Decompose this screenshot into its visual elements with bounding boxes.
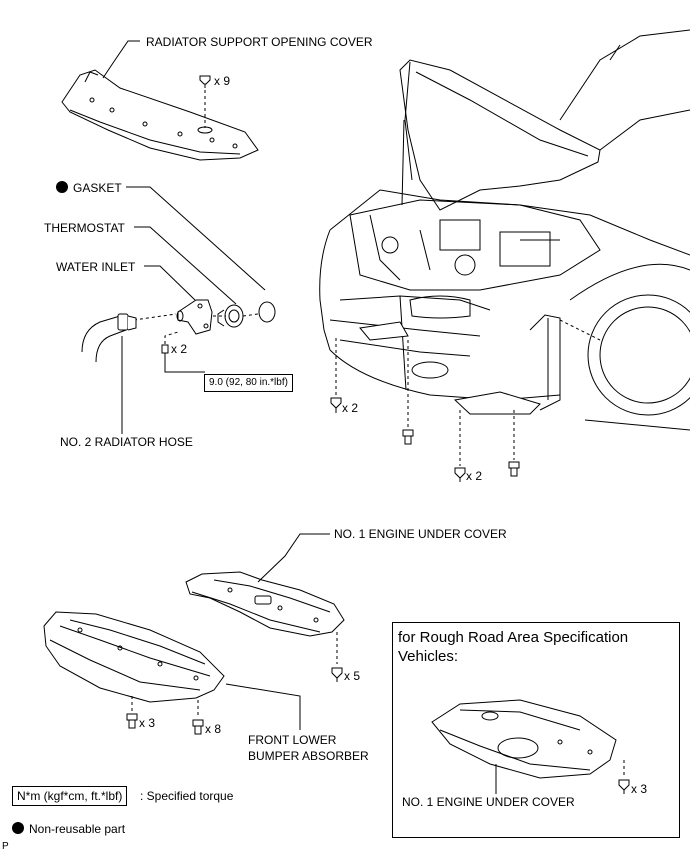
leader-under-cover [257,533,330,583]
leader-gasket [126,186,266,291]
clip-icon [331,667,343,682]
car-front-illustration [319,29,690,466]
non-reusable-dot-icon [12,822,24,834]
engine-under-cover-part [185,571,345,637]
label-water-inlet: WATER INLET [56,260,136,274]
bolt-icon [126,713,138,729]
qty-absorber-clips-b: x 8 [205,722,222,736]
rough-road-title-line1: for Rough Road Area Specification [398,629,629,646]
label-gasket-text: GASKET [73,181,122,195]
qty-inlet-bolts: x 2 [171,342,188,356]
torque-spec: 9.0 (92, 80 in.*lbf) [204,374,293,392]
bolt-icon [161,344,169,354]
rough-road-panel [392,622,680,838]
label-absorber-line1: FRONT LOWER [248,733,337,747]
leader-water-inlet [144,265,196,301]
qty-cover-clips: x 9 [214,74,231,88]
clip-icon [454,467,466,482]
bolt-icon [402,429,414,445]
clip-icon [199,75,211,88]
legend-torque-unit: N*m (kgf*cm, ft.*lbf) [12,786,128,806]
qty-under-cover-clips: x 5 [344,669,361,683]
radiator-hose-part [81,313,137,363]
leader-radiator-cover [102,40,140,79]
qty-car-left-clips: x 2 [342,401,359,415]
label-radiator-hose: NO. 2 RADIATOR HOSE [60,435,193,449]
radiator-support-cover-part [61,69,259,161]
water-inlet-part [176,299,213,335]
label-gasket: GASKET [56,181,122,195]
non-reusable-dot-icon [56,181,68,193]
rough-road-under-cover-part [431,699,617,779]
legend-non-reusable-text: Non-reusable part [29,822,126,836]
rough-road-title-line2: Vehicles: [398,648,459,665]
legend-non-reusable: Non-reusable part [12,822,125,836]
clip-icon [618,779,630,794]
label-rough-road-cover: NO. 1 ENGINE UNDER COVER [402,795,575,809]
label-absorber-line2: BUMPER ABSORBER [248,749,369,763]
front-lower-bumper-absorber-part [43,611,225,703]
corner-mark: P [2,841,9,852]
qty-absorber-clips-a: x 3 [139,716,156,730]
leader-absorber [225,683,301,730]
qty-rough-clips: x 3 [631,782,648,796]
label-engine-under-cover: NO. 1 ENGINE UNDER COVER [334,527,507,541]
clip-icon [330,397,342,413]
label-thermostat: THERMOSTAT [44,221,125,235]
bolt-icon [508,461,520,477]
label-radiator-support-cover: RADIATOR SUPPORT OPENING COVER [146,35,373,49]
legend-torque-desc: : Specified torque [140,789,234,803]
leader-thermostat [134,226,237,305]
qty-car-bottom-clips: x 2 [466,469,483,483]
bolt-icon [192,719,204,735]
gasket-ring [258,301,276,323]
